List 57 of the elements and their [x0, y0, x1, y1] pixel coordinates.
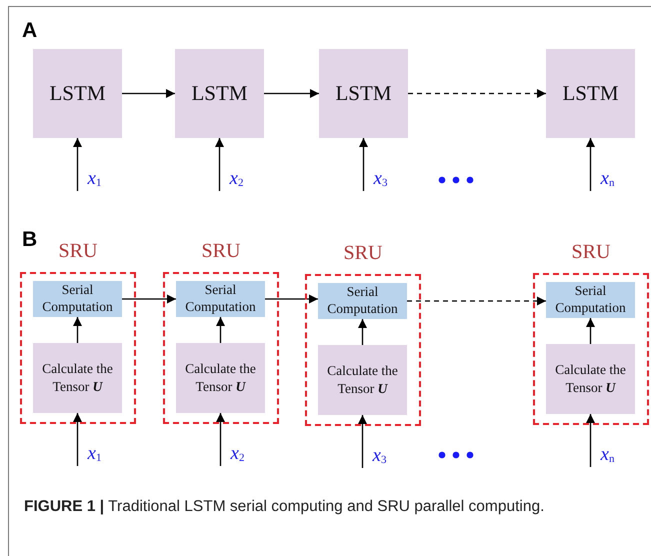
node-label: Serial Computation [41, 282, 114, 316]
unit-heading: SRU [570, 241, 612, 264]
process-box [546, 344, 635, 414]
unit-heading: SRU [342, 242, 384, 265]
process-box [318, 345, 407, 415]
unit-heading: SRU [200, 240, 242, 263]
node-label: Serial Computation [326, 284, 399, 318]
arrow [586, 138, 595, 191]
unit-heading: SRU [58, 240, 98, 263]
arrow [358, 415, 367, 468]
process-box [176, 343, 265, 413]
arrow [586, 318, 595, 344]
input-label: x$_{3}$ [372, 446, 386, 466]
node-label: LSTM [49, 81, 106, 106]
arrow [358, 319, 367, 345]
arrow [216, 413, 225, 466]
arrow [407, 296, 546, 306]
node-label: Serial Computation [184, 282, 257, 316]
node-label: Calculate the Tensor U [554, 360, 627, 397]
panel-letter: A [22, 20, 38, 41]
input-label: x$_{n}$ [600, 445, 614, 465]
input-label: x$_{n}$ [600, 169, 614, 189]
process-box [318, 283, 407, 319]
arrow [586, 414, 595, 467]
lstm-box [546, 49, 635, 138]
input-label: x$_{3}$ [374, 169, 388, 189]
process-box [33, 281, 122, 317]
lstm-box [33, 49, 122, 138]
lstm-box [319, 49, 408, 138]
node-label: Calculate the Tensor U [326, 362, 399, 398]
node-label: LSTM [562, 81, 618, 106]
arrow [408, 89, 546, 98]
lstm-box [175, 49, 264, 138]
panel-letter: B [22, 229, 38, 250]
input-label: x$_{2}$ [230, 169, 244, 189]
arrow [73, 413, 82, 466]
arrow [73, 138, 82, 191]
node-label: LSTM [335, 81, 392, 106]
arrow [122, 294, 176, 304]
node-label: Calculate the Tensor U [41, 360, 114, 396]
arrow [215, 138, 224, 191]
arrow [216, 317, 225, 343]
node-label: LSTM [191, 81, 248, 106]
figure-caption: FIGURE 1 | Traditional LSTM serial computing and SRU parallel computing. [24, 497, 546, 517]
arrow [265, 294, 318, 304]
input-label: x$_{1}$ [88, 169, 102, 189]
arrow [73, 317, 82, 343]
arrow [264, 89, 319, 98]
process-box [546, 282, 635, 318]
input-label: x$_{1}$ [88, 444, 102, 464]
node-label: Calculate the Tensor U [184, 360, 257, 396]
input-label: x$_{2}$ [230, 444, 244, 464]
arrow [359, 138, 368, 191]
arrow [122, 89, 175, 98]
process-box [176, 281, 265, 317]
process-box [33, 343, 122, 413]
node-label: Serial Computation [554, 283, 627, 317]
